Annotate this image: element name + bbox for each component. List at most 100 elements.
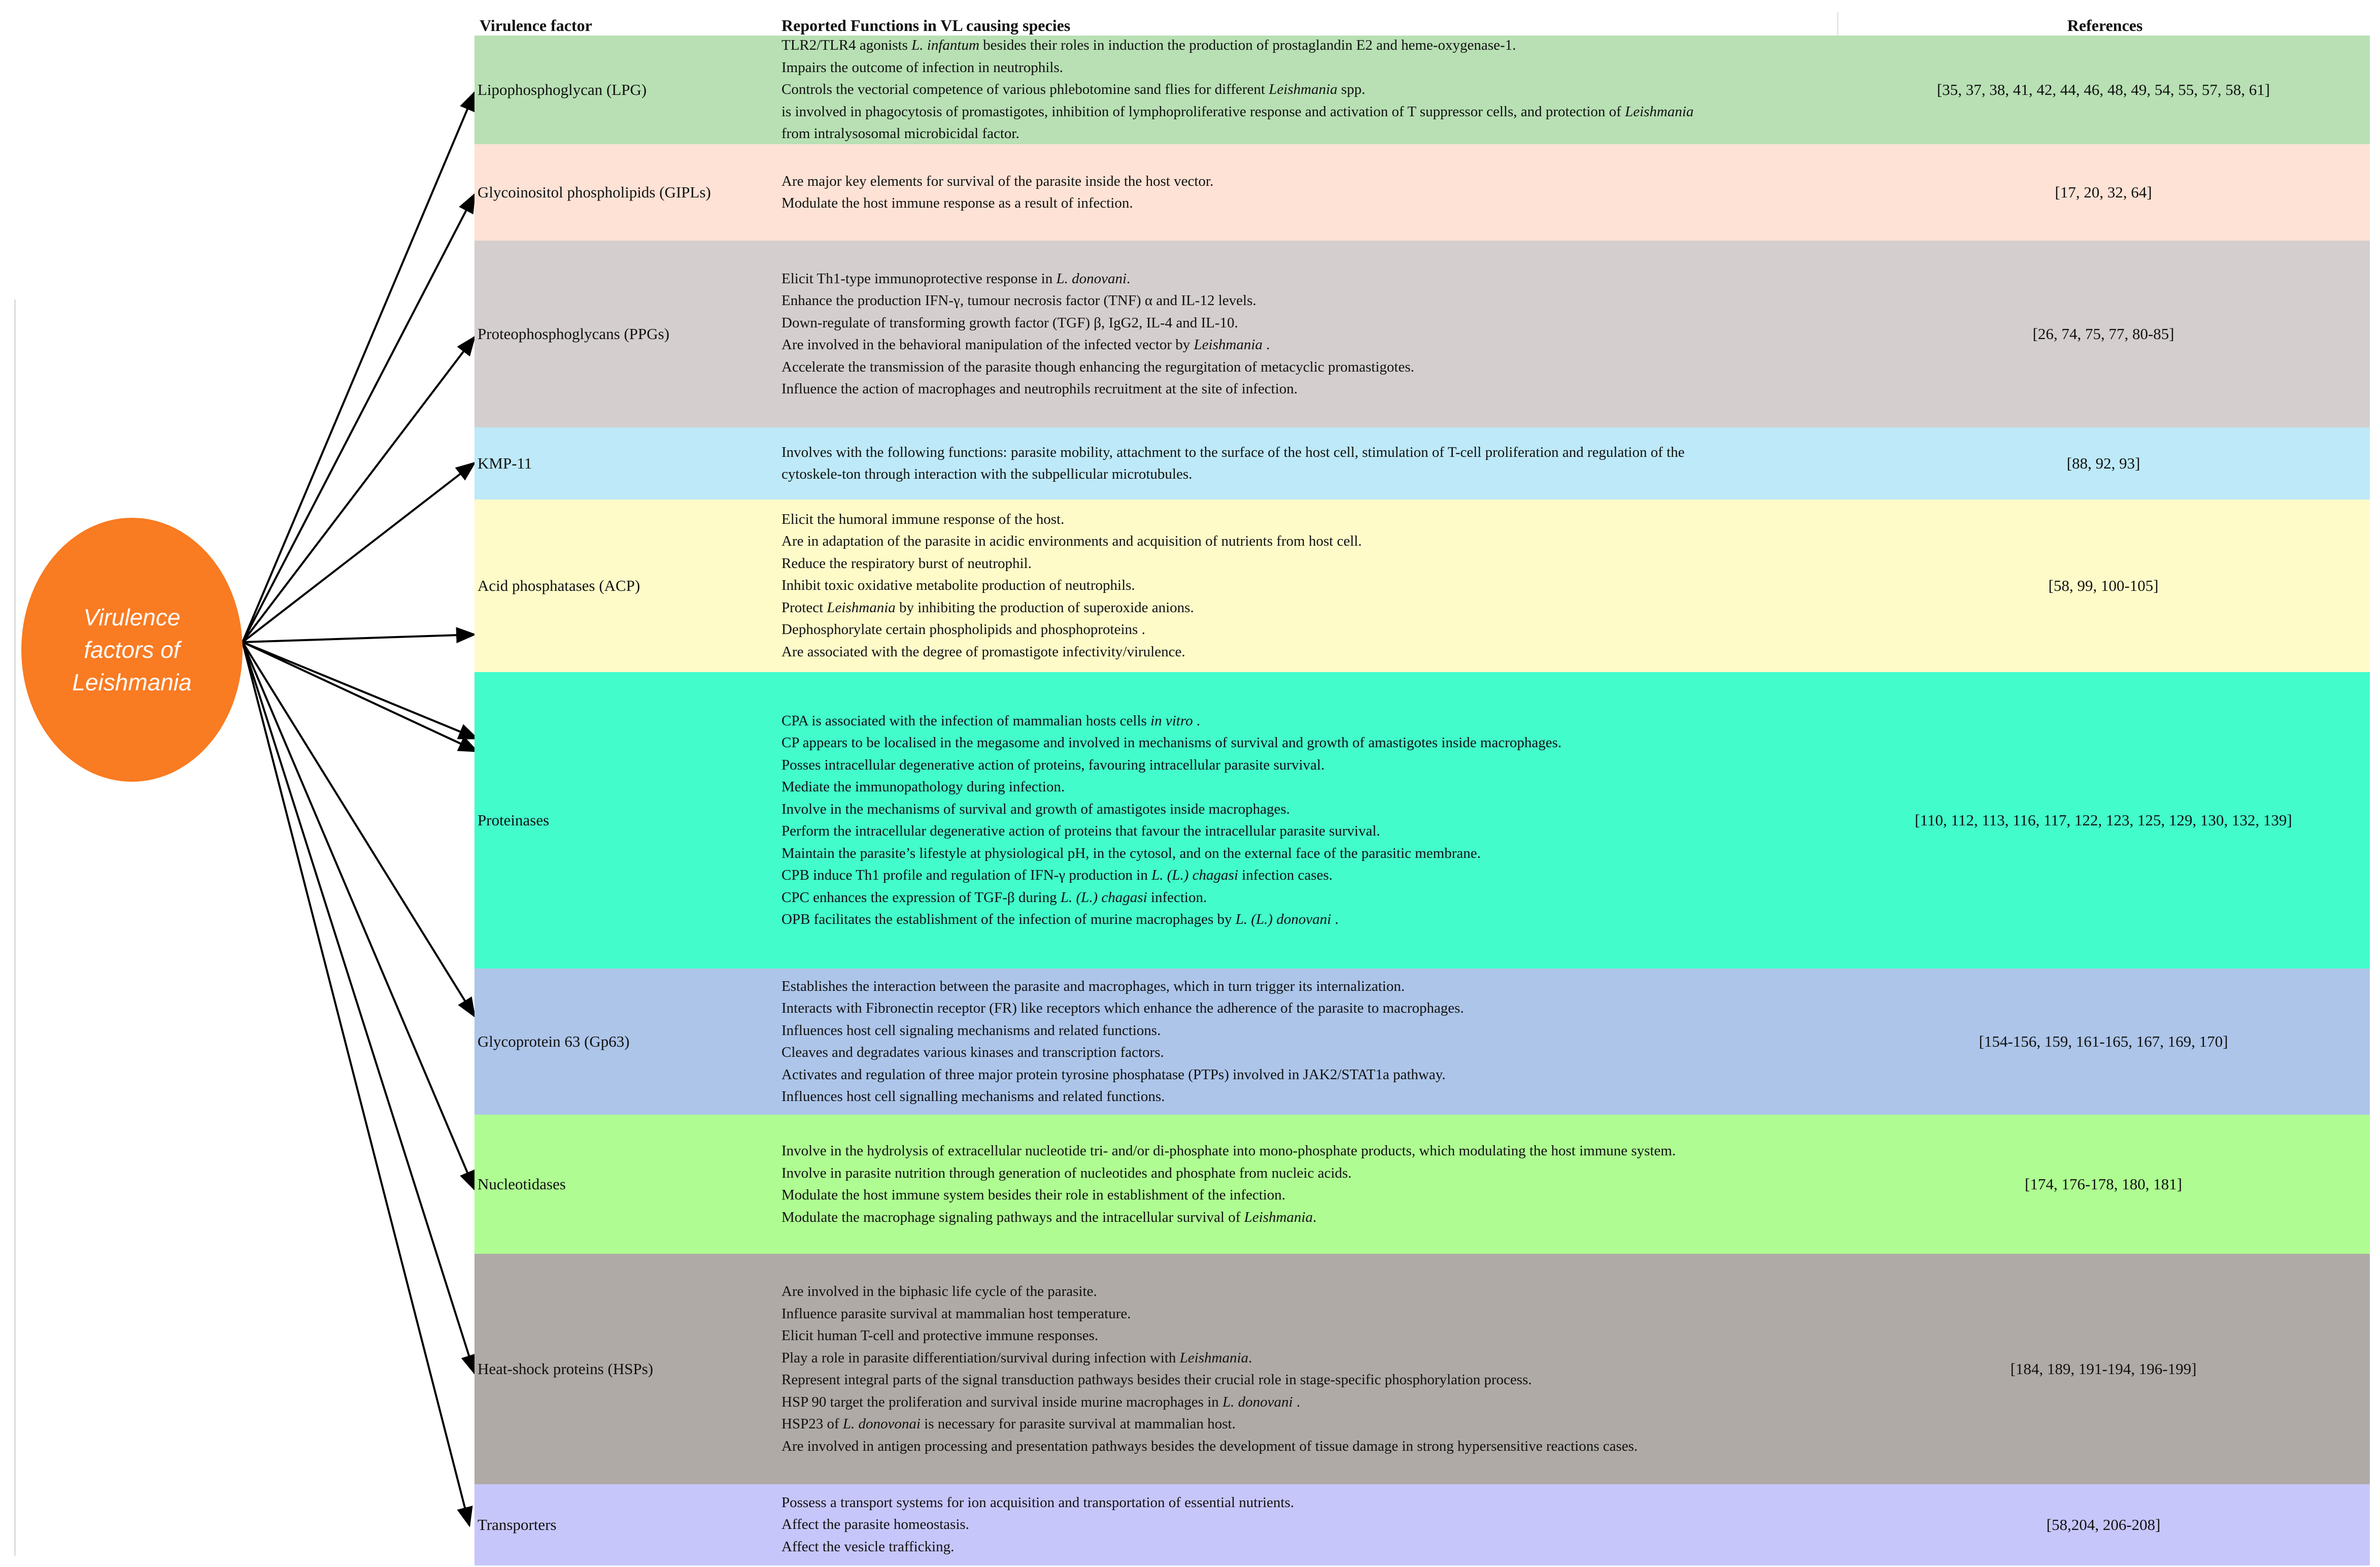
function-line: Elicit the humoral immune response of th… (781, 511, 1065, 527)
table-header: Virulence factor Reported Functions in V… (474, 12, 2370, 36)
virulence-factor-name: Heat-shock proteins (HSPs) (478, 1360, 654, 1378)
virulence-factor-name: KMP-11 (478, 454, 532, 472)
function-line: Influences host cell signalling mechanis… (781, 1088, 1165, 1105)
function-line: Impairs the outcome of infection in neut… (781, 59, 1063, 76)
function-line: Play a role in parasite differentiation/… (781, 1349, 1252, 1366)
virulence-factor-name: Glycoprotein 63 (Gp63) (478, 1032, 630, 1050)
function-line: Elicit Th1-type immunoprotective respons… (781, 270, 1131, 287)
function-line: Enhance the production IFN-γ, tumour nec… (781, 292, 1256, 309)
references: [17, 20, 32, 64] (2055, 183, 2152, 201)
table-row: Glycoinositol phospholipids (GIPLs) Are m… (474, 144, 2370, 241)
virulence-factors-ellipse: Virulence factors of Leishmania (21, 518, 243, 782)
function-line: CPA is associated with the infection of … (781, 712, 1201, 729)
function-line: Influences host cell signaling mechanism… (781, 1022, 1161, 1039)
references: [184, 189, 191-194, 196-199] (2010, 1360, 2197, 1378)
function-line: from intralysosomal microbicidal factor. (781, 125, 1019, 142)
function-line: Controls the vectorial competence of var… (781, 81, 1366, 98)
function-line: CPB induce Th1 profile and regulation of… (781, 867, 1333, 883)
function-line: Mediate the immunopathology during infec… (781, 779, 1065, 795)
connector-arrow (242, 641, 476, 1018)
function-line: Reduce the respiratory burst of neutroph… (781, 555, 1032, 572)
function-line: Perform the intracellular degenerative a… (781, 823, 1380, 839)
reported-functions: Involves with the following functions: p… (781, 427, 1837, 499)
connector-arrow (242, 461, 477, 643)
function-line: is involved in phagocytosis of promastig… (781, 103, 1694, 120)
function-line: Involve in the mechanisms of survival an… (781, 801, 1290, 817)
function-line: Cleaves and degradates various kinases a… (781, 1044, 1164, 1060)
function-line: Modulate the macrophage signaling pathwa… (781, 1209, 1317, 1225)
function-line: Dephosphorylate certain phospholipids an… (781, 621, 1145, 638)
references: [110, 112, 113, 116, 117, 122, 123, 125,… (1915, 811, 2292, 829)
function-line: HSP23 of L. donovonai is necessary for p… (781, 1416, 1236, 1432)
reported-functions: CPA is associated with the infection of … (781, 672, 1837, 969)
references: [88, 92, 93] (2066, 454, 2140, 472)
table-row: Proteophosphoglycans (PPGs)Elicit Th1-ty… (474, 241, 2370, 427)
virulence-factor-name: Acid phosphatases (ACP) (478, 577, 640, 594)
connector-arrow (242, 642, 475, 1191)
function-line: Establishes the interaction between the … (781, 978, 1405, 994)
connector-arrow (242, 642, 477, 1375)
reported-functions: Elicit the humoral immune response of th… (781, 499, 1837, 672)
function-line: HSP 90 target the proliferation and surv… (781, 1393, 1301, 1410)
header-references: References (1837, 12, 2371, 36)
connector-arrow (242, 90, 475, 643)
function-line: Involve in parasite nutrition through ge… (781, 1164, 1352, 1181)
reported-functions: TLR2/TLR4 agonists L. infantum besides t… (781, 36, 1837, 144)
function-line: Are involved in the biphasic life cycle … (781, 1283, 1097, 1299)
function-line: CPC enhances the expression of TGF-β dur… (781, 889, 1207, 906)
function-line: CP appears to be localised in the megaso… (781, 735, 1562, 751)
reported-functions: Are major key elements for survival of t… (781, 144, 1837, 241)
connector-arrow (242, 642, 473, 1527)
table-row: Transporters Possess a transport systems … (474, 1484, 2370, 1565)
function-line: Activates and regulation of three major … (781, 1066, 1446, 1083)
function-line: Modulate the host immune system besides … (781, 1187, 1286, 1203)
function-line: Protect Leishmania by inhibiting the pro… (781, 599, 1194, 616)
function-line: OPB facilitates the establishment of the… (781, 911, 1339, 927)
virulence-factor-name: Proteinases (478, 811, 550, 829)
table-row: Acid phosphatases (ACP) Elicit the humora… (474, 499, 2370, 672)
connector-arrow (242, 335, 476, 643)
table-row: Proteinases CPA is associated with the in… (474, 672, 2370, 969)
connector-arrow (242, 641, 479, 752)
function-line: Are in adaptation of the parasite in aci… (781, 533, 1362, 550)
function-line: Interacts with Fibronectin receptor (FR)… (781, 1000, 1464, 1016)
function-line: Are major key elements for survival of t… (781, 173, 1214, 189)
header-reported-functions: Reported Functions in VL causing species (781, 16, 1071, 35)
function-line: Down-regulate of transforming growth fac… (781, 314, 1238, 331)
reported-functions: Are involved in the biphasic life cycle … (781, 1254, 1837, 1484)
function-line: Affect the vesicle trafficking. (781, 1538, 955, 1555)
function-line: cytoskele-ton through interaction with t… (781, 466, 1193, 482)
function-line: Influence the action of macrophages and … (781, 381, 1298, 397)
reported-functions: Involve in the hydrolysis of extracellul… (781, 1115, 1837, 1254)
function-line: Inhibit toxic oxidative metabolite produ… (781, 577, 1135, 594)
function-line: Modulate the host immune response as a r… (781, 195, 1133, 211)
virulence-factor-name: Glycoinositol phospholipids (GIPLs) (478, 183, 711, 201)
references: [58,204, 206-208] (2046, 1516, 2161, 1533)
references: [26, 74, 75, 77, 80-85] (2032, 325, 2174, 343)
connector-arrow (242, 641, 479, 740)
references: [35, 37, 38, 41, 42, 44, 46, 48, 49, 54,… (1936, 81, 2270, 98)
function-line: Accelerate the transmission of the paras… (781, 358, 1414, 375)
function-line: Involves with the following functions: p… (781, 444, 1685, 460)
function-line: Are associated with the degree of promas… (781, 643, 1185, 660)
function-line: Are involved in the behavioral manipulat… (781, 337, 1270, 353)
virulence-factor-name: Transporters (478, 1516, 557, 1533)
function-line: Involve in the hydrolysis of extracellul… (781, 1143, 1676, 1159)
table-row: KMP-11 Involves with the following functi… (474, 427, 2370, 499)
reported-functions: Elicit Th1-type immunoprotective respons… (781, 241, 1837, 427)
function-line: Affect the parasite homeostasis. (781, 1516, 969, 1533)
ellipse-label: Virulence factors of Leishmania (72, 604, 192, 695)
function-line: Elicit human T-cell and protective immun… (781, 1327, 1099, 1344)
header-virulence-factor: Virulence factor (480, 16, 592, 35)
references: [154-156, 159, 161-165, 167, 169, 170] (1979, 1032, 2228, 1050)
references: [58, 99, 100-105] (2048, 577, 2159, 594)
function-line: Are involved in antigen processing and p… (781, 1438, 1638, 1454)
function-line: Possess a transport systems for ion acqu… (781, 1494, 1295, 1511)
left-frame-line (14, 299, 16, 1556)
virulence-factor-name: Lipophosphoglycan (LPG) (478, 81, 647, 98)
reported-functions: Establishes the interaction between the … (781, 969, 1837, 1115)
table-row: Lipophosphoglycan (LPG) TLR2/TLR4 agonist… (474, 36, 2370, 144)
connector-arrow (242, 192, 475, 643)
